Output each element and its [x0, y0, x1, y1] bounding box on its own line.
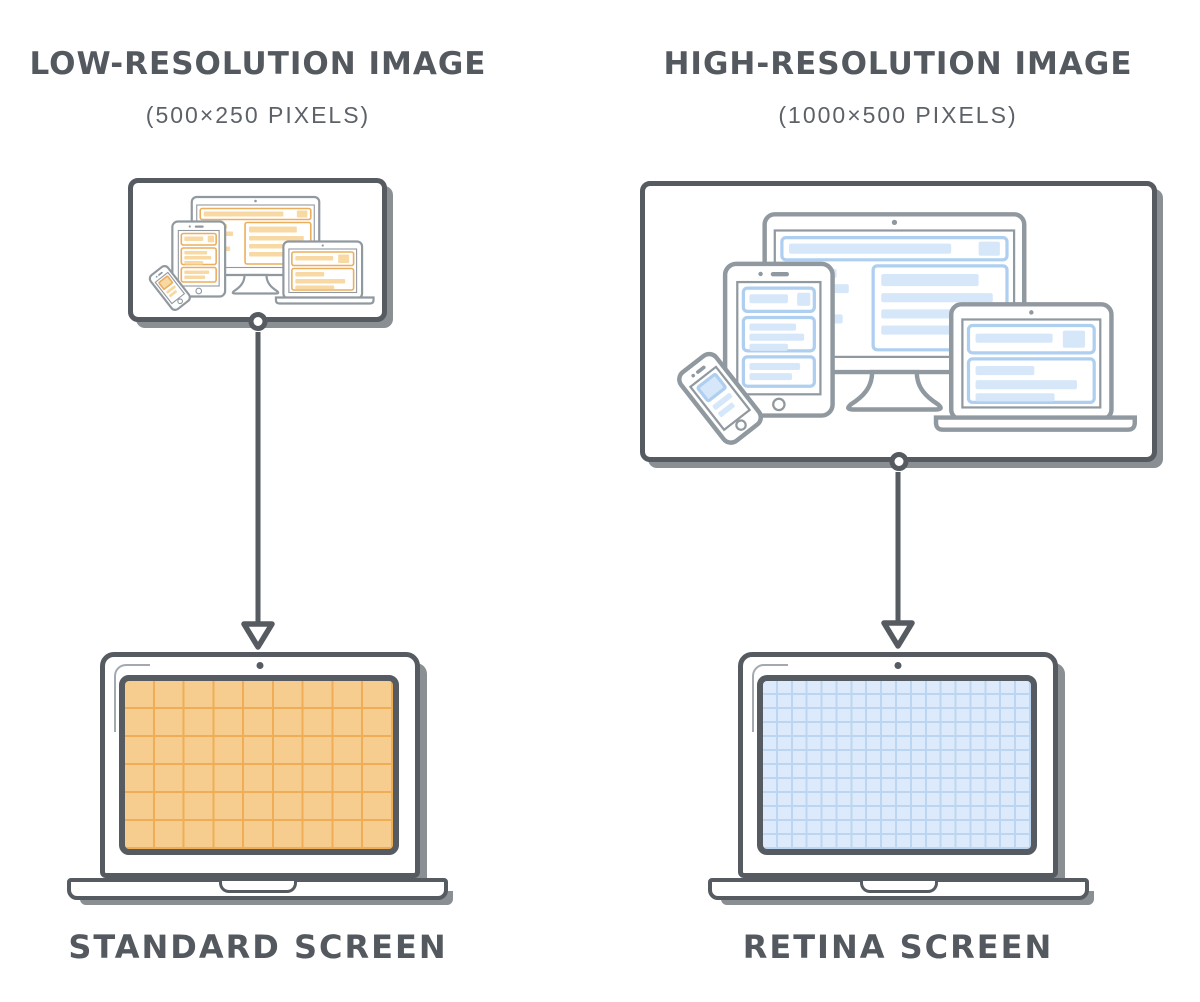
- high-res-image-card: [640, 181, 1157, 471]
- low-res-title: LOW-RESOLUTION IMAGE: [29, 46, 487, 82]
- standard-screen-label: STANDARD SCREEN: [68, 928, 448, 966]
- responsive-devices-illustration: [645, 186, 1152, 457]
- down-arrow-icon: [881, 472, 915, 649]
- retina-laptop-base: [708, 878, 1089, 900]
- retina-laptop-lid: [738, 652, 1058, 878]
- responsive-devices-illustration: [146, 195, 375, 313]
- low-res-image-card: [128, 178, 387, 331]
- camera-dot: [894, 662, 902, 669]
- low-res-subtitle: (500×250 PIXELS): [145, 102, 371, 128]
- retina-laptop-screen: [757, 675, 1037, 855]
- down-arrow-icon: [241, 332, 275, 650]
- high-res-title: HIGH-RESOLUTION IMAGE: [663, 46, 1133, 82]
- camera-dot: [256, 662, 264, 669]
- laptop-hinge-notch: [859, 881, 938, 893]
- lid-corner-highlight: [114, 664, 150, 732]
- standard-laptop-lid: [100, 652, 420, 878]
- standard-laptop-screen: [119, 675, 399, 855]
- connector-dot: [248, 312, 267, 331]
- connector-dot: [889, 452, 908, 471]
- laptop-hinge-notch: [218, 881, 297, 893]
- lid-corner-highlight: [752, 664, 788, 732]
- standard-laptop-base: [67, 878, 448, 900]
- retina-screen-label: RETINA SCREEN: [742, 928, 1054, 966]
- high-res-subtitle: (1000×500 PIXELS): [778, 102, 1018, 128]
